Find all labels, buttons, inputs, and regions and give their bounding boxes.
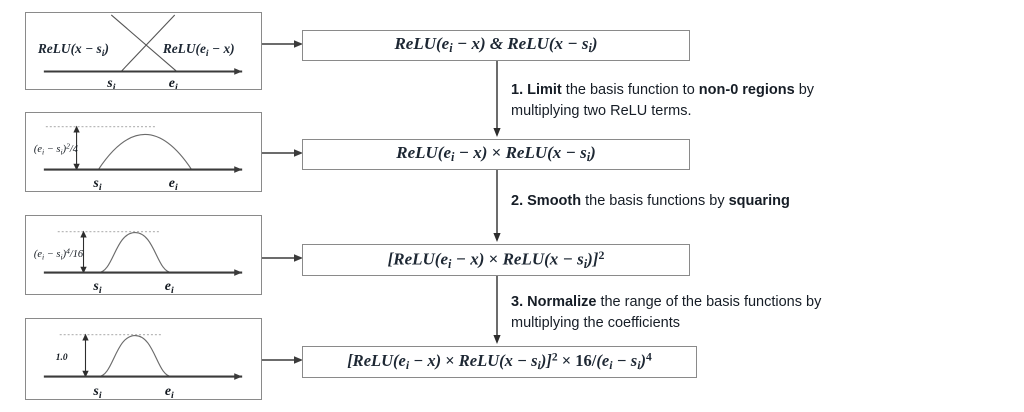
x-tick-label-end: ei xyxy=(169,75,178,89)
height-arrowhead-top xyxy=(73,125,80,133)
step-text-mid: the basis function to xyxy=(561,82,699,98)
vertical-arrowhead-3 xyxy=(493,335,501,344)
label-relu-x-minus-s: ReLU(x − si) xyxy=(37,41,109,59)
formula-text: [ReLU(ei − x) × ReLU(x − si)]2 xyxy=(387,248,605,271)
x-axis-arrowhead xyxy=(234,269,243,276)
step-keyword-2: squaring xyxy=(728,193,790,209)
x-tick-label-end: ei xyxy=(165,278,174,294)
height-arrowhead-bottom xyxy=(82,370,89,378)
x-tick-label-start: si xyxy=(92,175,101,191)
arrowhead-4 xyxy=(294,356,303,364)
label-relu-e-minus-x: ReLU(ei − x) xyxy=(162,41,235,59)
step-number: 3. xyxy=(511,294,524,310)
x-axis-arrowhead xyxy=(234,373,243,380)
arrowhead-3 xyxy=(294,254,303,262)
formula-box-relu-and: ReLU(ei − x) & ReLU(x − si) xyxy=(302,30,690,61)
height-arrowhead-bottom xyxy=(80,266,87,274)
plot-svg-parabola: (ei − si)2/4 si ei xyxy=(34,125,243,191)
step-text-end: by multiplying two ReLU terms. xyxy=(511,82,815,119)
step-note-1-limit: 1. Limit the basis function to non-0 reg… xyxy=(511,80,883,121)
parabola-curve xyxy=(97,133,193,170)
step-note-3-normalize: 3. Normalize the range of the basis func… xyxy=(511,292,883,333)
step-note-2-smooth: 2. Smooth the basis functions by squarin… xyxy=(511,191,883,212)
plot-svg-squared-bell: (ei − si)4/16 si ei xyxy=(34,230,243,294)
x-tick-label-start: si xyxy=(92,278,101,294)
step-keyword: Limit xyxy=(527,82,562,98)
step-keyword: Smooth xyxy=(527,193,582,209)
vertical-arrowhead-2 xyxy=(493,233,501,242)
height-label: (ei − si)2/4 xyxy=(34,142,78,157)
plot-panel-normalized-bell-basis: 1.0 si ei xyxy=(25,318,262,400)
vertical-arrowhead-1 xyxy=(493,128,501,137)
plot-svg-normalized-bell: 1.0 si ei xyxy=(43,333,243,399)
formula-box-relu-normalized: [ReLU(ei − x) × ReLU(x − si)]2 × 16/(ei … xyxy=(302,346,697,378)
relu-falling-ramp xyxy=(110,14,178,72)
x-tick-label-end: ei xyxy=(165,383,174,399)
formula-box-relu-product: ReLU(ei − x) × ReLU(x − si) xyxy=(302,139,690,170)
horizontal-connectors xyxy=(262,40,303,364)
plot-panel-parabola-basis: (ei − si)2/4 si ei xyxy=(25,112,262,192)
x-axis-arrowhead xyxy=(234,68,243,75)
height-arrowhead-bottom xyxy=(73,163,80,171)
x-tick-label-end: ei xyxy=(169,175,178,191)
height-label: 1.0 xyxy=(56,353,68,363)
formula-text: ReLU(ei − x) × ReLU(x − si) xyxy=(396,143,596,165)
formula-text: [ReLU(ei − x) × ReLU(x − si)]2 × 16/(ei … xyxy=(347,351,652,372)
step-keyword: Normalize xyxy=(527,294,597,310)
step-number: 2. xyxy=(511,193,524,209)
height-label: (ei − si)4/16 xyxy=(34,246,84,261)
arrowhead-1 xyxy=(294,40,303,48)
x-tick-label-start: si xyxy=(92,383,101,399)
vertical-connectors xyxy=(493,61,501,344)
x-tick-label-start: si xyxy=(106,75,115,89)
height-arrowhead-top xyxy=(80,230,87,238)
formula-text: ReLU(ei − x) & ReLU(x − si) xyxy=(394,34,598,56)
step-text-mid: the basis functions by xyxy=(581,193,729,209)
plot-panel-relu-crossing-ramps: ReLU(x − si) ReLU(ei − x) si ei xyxy=(25,12,262,90)
relu-rising-ramp xyxy=(120,14,176,72)
bell-curve xyxy=(98,232,172,274)
formula-box-relu-product-squared: [ReLU(ei − x) × ReLU(x − si)]2 xyxy=(302,244,690,276)
x-axis-arrowhead xyxy=(234,166,243,173)
plot-panel-squared-bell-basis: (ei − si)4/16 si ei xyxy=(25,215,262,295)
plot-svg-crossing-ramps: ReLU(x − si) ReLU(ei − x) si ei xyxy=(37,14,243,89)
step-keyword-2: non-0 regions xyxy=(698,82,795,98)
step-number: 1. xyxy=(511,82,524,98)
arrowhead-2 xyxy=(294,149,303,157)
height-arrowhead-top xyxy=(82,333,89,341)
step-text-mid: the range of the basis functions by mult… xyxy=(511,294,822,331)
bell-curve xyxy=(98,335,172,378)
